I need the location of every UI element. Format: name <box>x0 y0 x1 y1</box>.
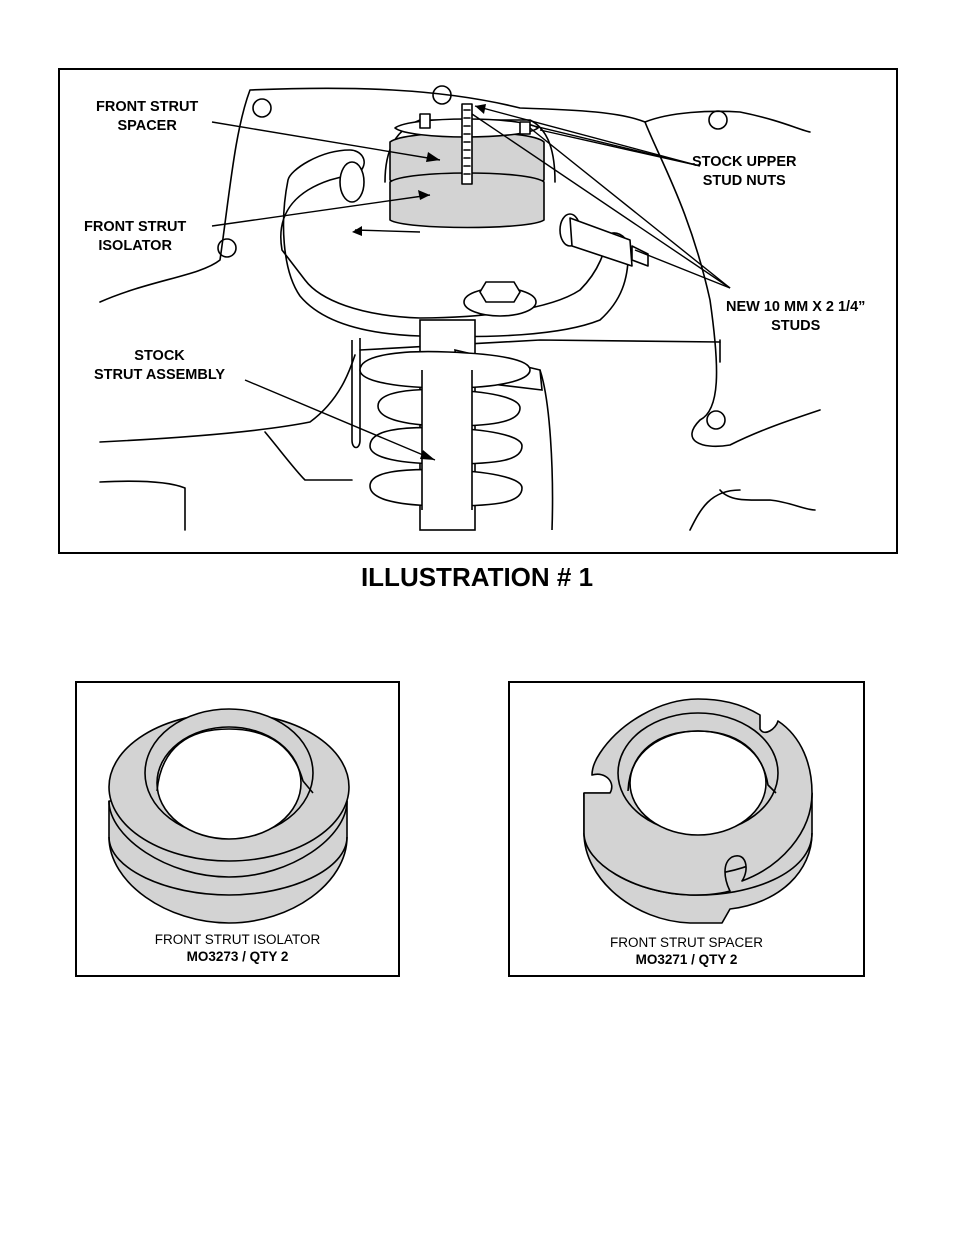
callout-line: STRUT ASSEMBLY <box>94 367 226 383</box>
callout-line: NEW 10 MM X 2 1/4” <box>726 299 866 315</box>
isolator-part-frame: FRONT STRUT ISOLATOR MO3273 / QTY 2 <box>75 681 400 977</box>
spacer-caption: FRONT STRUT SPACER MO3271 / QTY 2 <box>510 934 863 968</box>
spacer-drawing <box>583 698 813 924</box>
callout-stock-strut-assembly: STOCK STRUT ASSEMBLY <box>94 347 225 385</box>
callout-line: STOCK <box>134 348 185 364</box>
isolator-name: FRONT STRUT ISOLATOR <box>154 932 321 947</box>
callout-new-studs: NEW 10 MM X 2 1/4” STUDS <box>726 298 865 336</box>
spacer-part-frame: FRONT STRUT SPACER MO3271 / QTY 2 <box>508 681 865 977</box>
callout-line: FRONT STRUT <box>96 99 199 115</box>
callout-line: ISOLATOR <box>98 238 172 254</box>
callout-line: SPACER <box>117 118 177 134</box>
illustration-frame: FRONT STRUT SPACER FRONT STRUT ISOLATOR … <box>58 68 898 554</box>
isolator-drawing <box>108 708 350 924</box>
spacer-name: FRONT STRUT SPACER <box>609 935 763 950</box>
spacer-part-number: MO3271 / QTY 2 <box>635 952 738 967</box>
isolator-part-number: MO3273 / QTY 2 <box>186 949 289 964</box>
callout-line: STUDS <box>771 318 821 334</box>
illustration-title: ILLUSTRATION # 1 <box>360 562 594 592</box>
callout-front-strut-spacer: FRONT STRUT SPACER <box>96 98 198 136</box>
callout-line: STUD NUTS <box>702 173 786 189</box>
strut-illustration-drawing <box>99 85 821 531</box>
callout-stock-upper-stud-nuts: STOCK UPPER STUD NUTS <box>692 153 796 191</box>
callout-front-strut-isolator: FRONT STRUT ISOLATOR <box>84 218 186 256</box>
isolator-caption: FRONT STRUT ISOLATOR MO3273 / QTY 2 <box>77 931 398 965</box>
callout-line: FRONT STRUT <box>84 219 187 235</box>
callout-line: STOCK UPPER <box>692 154 797 170</box>
